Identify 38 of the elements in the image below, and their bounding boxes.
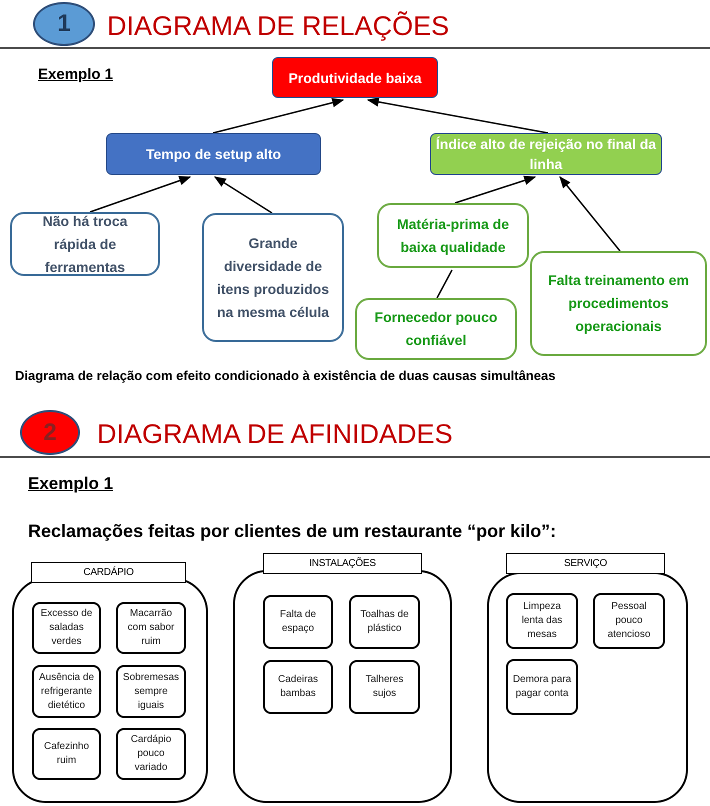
cause-box: Falta treinamento em procedimentos operacionais xyxy=(530,251,707,356)
complaint-card: Sobremesas sempre iguais xyxy=(116,665,186,718)
section-title: DIAGRAMA DE RELAÇÕES xyxy=(107,10,450,43)
cause-box: Índice alto de rejeição no final da linha xyxy=(430,133,662,175)
cause-box: Tempo de setup alto xyxy=(106,133,321,175)
cause-box: Grande diversidade de itens produzidos na mesma célula xyxy=(202,213,344,342)
arrow xyxy=(454,176,536,204)
arrow xyxy=(90,176,192,213)
complaint-card: Talheres sujos xyxy=(349,660,420,714)
cause-box: Não há troca rápida de ferramentas xyxy=(10,212,160,276)
complaint-card: Demora para pagar conta xyxy=(506,659,578,715)
complaint-card: Cardápio pouco variado xyxy=(116,728,186,780)
complaint-card: Ausência de refrigerante dietético xyxy=(32,665,101,718)
category-tab: SERVIÇO xyxy=(506,553,665,574)
arrow xyxy=(212,98,344,134)
complaint-card: Excesso de saladas verdes xyxy=(32,602,101,654)
complaint-card: Cadeiras bambas xyxy=(263,660,333,714)
complaint-card: Macarrão com sabor ruim xyxy=(116,602,186,654)
example-heading: Exemplo 1 xyxy=(28,473,114,495)
cause-box: Fornecedor pouco confiável xyxy=(355,298,517,360)
arrow xyxy=(214,176,272,214)
complaint-card: Cafezinho ruim xyxy=(32,728,101,780)
complaint-card: Limpeza lenta das mesas xyxy=(506,593,578,649)
complaint-card: Pessoal pouco atencioso xyxy=(593,593,665,649)
category-tab: INSTALAÇÕES xyxy=(263,553,422,574)
complaint-card: Toalhas de plástico xyxy=(349,595,420,649)
example-heading: Exemplo 1 xyxy=(38,65,114,85)
complaint-card: Falta de espaço xyxy=(263,595,333,649)
caption-text: Diagrama de relação com efeito condicionado à existência de duas causas simultâneas xyxy=(15,367,556,385)
number-ellipse: 2 xyxy=(20,410,80,455)
heading-text: Reclamações feitas por clientes de um restaurante “por kilo”: xyxy=(28,520,556,543)
cause-box: Matéria-prima de baixa qualidade xyxy=(377,203,529,268)
arrow xyxy=(559,176,621,252)
number-ellipse: 1 xyxy=(33,2,95,46)
arrow xyxy=(366,97,548,134)
cause-box: Produtividade baixa xyxy=(272,57,438,98)
category-tab: CARDÁPIO xyxy=(31,562,186,583)
section-title: DIAGRAMA DE AFINIDADES xyxy=(97,418,453,451)
